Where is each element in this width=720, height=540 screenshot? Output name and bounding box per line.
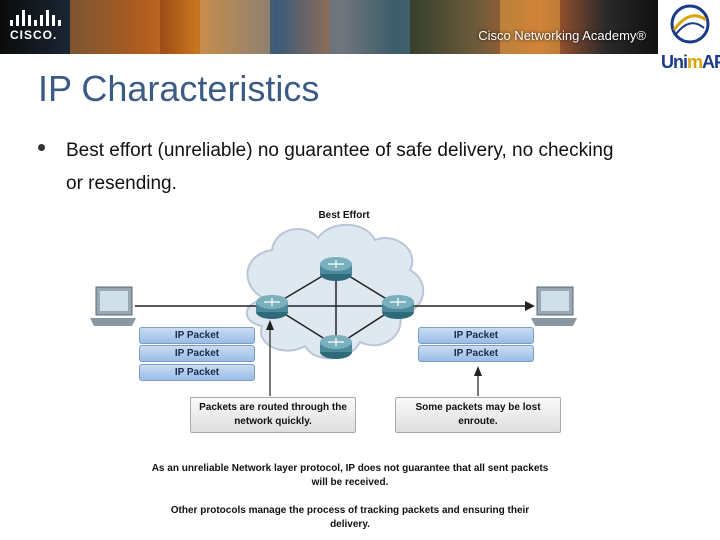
header-banner: CISCO. Cisco Networking Academy® [0, 0, 658, 54]
note-routed-quickly: Packets are routed through the network q… [190, 397, 356, 433]
ip-packet-label: IP Packet [139, 364, 255, 381]
ip-packet-label: IP Packet [418, 345, 534, 362]
cisco-wordmark: CISCO. [10, 28, 58, 42]
figure-caption-2: Other protocols manage the process of tr… [170, 505, 530, 530]
figure-title: Best Effort [318, 210, 370, 221]
note-lost-enroute: Some packets may be lost enroute. [395, 397, 561, 433]
router-icon [320, 335, 352, 359]
unimap-logo: UnimAP [661, 52, 720, 73]
ip-packet-label: IP Packet [418, 327, 534, 344]
unimap-emblem-icon [670, 4, 710, 44]
bullet-text: Best effort (unreliable) no guarantee of… [66, 140, 614, 194]
network-cloud [245, 223, 425, 360]
banner-photo [200, 0, 270, 54]
unimap-suffix: AP [702, 52, 720, 72]
academy-label: Cisco Networking Academy® [478, 28, 646, 43]
unimap-mid: m [687, 52, 703, 72]
cisco-logo: CISCO. [10, 10, 61, 42]
router-icon [256, 295, 288, 319]
unimap-prefix: Uni [661, 52, 688, 72]
ip-packet-label: IP Packet [139, 327, 255, 344]
bullet-icon [38, 144, 45, 151]
figure-caption-1: As an unreliable Network layer protocol,… [151, 463, 549, 488]
computer-icon [531, 286, 577, 326]
arrow-icon [266, 320, 274, 330]
slide-title: IP Characteristics [38, 68, 320, 109]
banner-photo [70, 0, 160, 54]
ip-packet-label: IP Packet [139, 345, 255, 362]
computer-icon [90, 286, 136, 326]
router-icon [320, 257, 352, 281]
arrow-icon [525, 301, 535, 311]
banner-photo [330, 0, 410, 54]
router-icon [382, 295, 414, 319]
banner-photo [500, 0, 560, 54]
cisco-bars-icon [10, 10, 61, 26]
arrow-icon [474, 366, 482, 376]
